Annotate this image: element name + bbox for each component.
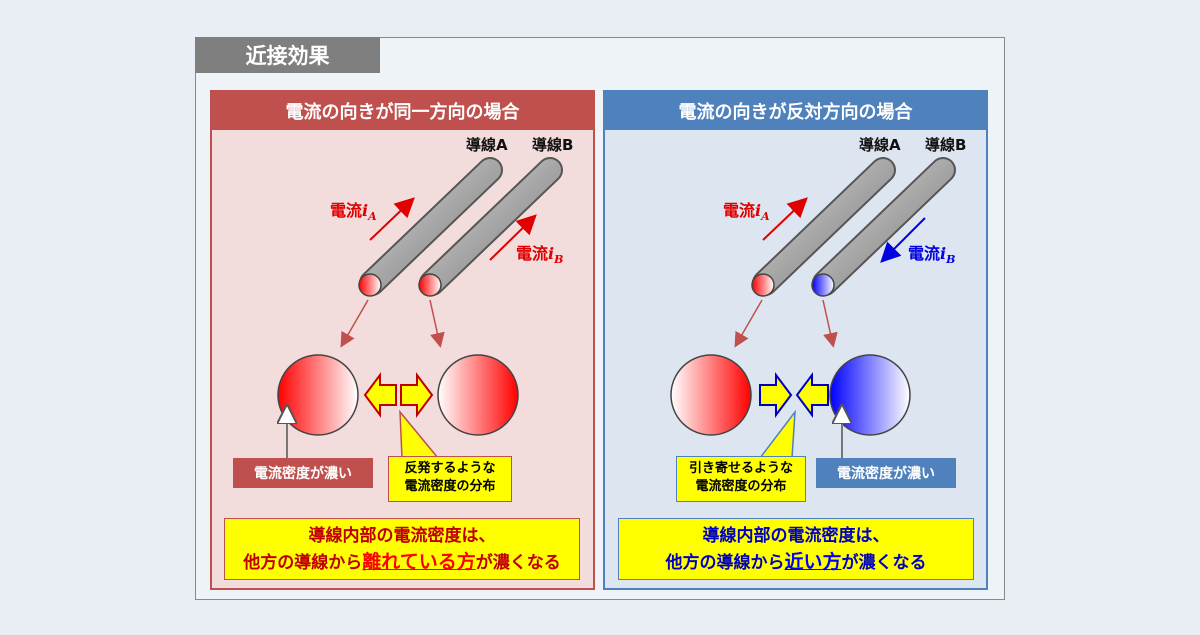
pointer-b-right [822, 299, 838, 348]
summary-right: 導線内部の電流密度は、 他方の導線から近い方が濃くなる [618, 518, 974, 580]
pointer-a-right [734, 299, 763, 348]
wire-b-label-left: 導線B [532, 136, 574, 154]
callout-repel: 反発するような 電流密度の分布 [388, 456, 512, 502]
wire-b-rod-left [418, 157, 563, 297]
summary-right-line2: 他方の導線から近い方が濃くなる [665, 551, 927, 573]
panel-header-same-direction: 電流の向きが同一方向の場合 [212, 92, 593, 130]
callout-tail-right [758, 409, 796, 459]
pointer-b-left [429, 299, 445, 348]
attract-arrow-left [759, 372, 793, 418]
current-a-arrow-right [762, 197, 808, 241]
wire-a-rod-left [358, 157, 503, 297]
callout-attract-line2: 電流密度の分布 [695, 479, 787, 494]
wire-b-label-right: 導線B [925, 136, 967, 154]
current-b-arrow-left [489, 214, 537, 261]
summary-right-line1: 導線内部の電流密度は、 [702, 526, 890, 546]
callout-repel-line2: 電流密度の分布 [404, 479, 496, 494]
wire-a-label-right: 導線A [859, 136, 901, 154]
cross-section-a-left [277, 354, 359, 436]
density-label-left: 電流密度が濃い [233, 458, 373, 488]
panel-header-opposite-direction: 電流の向きが反対方向の場合 [605, 92, 986, 130]
current-a-label-left: 電流iA [330, 201, 377, 224]
current-a-arrow-left [369, 197, 415, 241]
callout-attract-line1: 引き寄せるような [688, 461, 793, 476]
repel-arrow-right [400, 372, 434, 418]
summary-left: 導線内部の電流密度は、 他方の導線から離れている方が濃くなる [224, 518, 580, 580]
current-a-label-right: 電流iA [723, 201, 770, 224]
callout-tail-left [399, 409, 440, 459]
callout-attract: 引き寄せるような 電流密度の分布 [676, 456, 806, 502]
summary-left-line1: 導線内部の電流密度は、 [308, 526, 496, 546]
current-b-label-right: 電流iB [908, 244, 956, 267]
summary-left-emphasis: 離れている方 [362, 551, 476, 573]
callout-repel-line1: 反発するような [404, 461, 496, 476]
repel-arrow-left [363, 372, 397, 418]
cross-section-b-left [437, 354, 519, 436]
summary-left-line2: 他方の導線から離れている方が濃くなる [243, 551, 561, 573]
wire-a-rod-right [751, 157, 896, 297]
wire-a-label-left: 導線A [466, 136, 508, 154]
density-label-right: 電流密度が濃い [816, 458, 956, 488]
cross-section-a-right [670, 354, 752, 436]
pointer-a-left [340, 299, 369, 348]
current-b-arrow-right [880, 217, 926, 263]
summary-right-emphasis: 近い方 [784, 551, 842, 573]
diagram-title: 近接効果 [195, 37, 380, 73]
wire-b-rod-right [811, 157, 956, 297]
attract-arrow-right [795, 372, 829, 418]
current-b-label-left: 電流iB [516, 244, 564, 267]
